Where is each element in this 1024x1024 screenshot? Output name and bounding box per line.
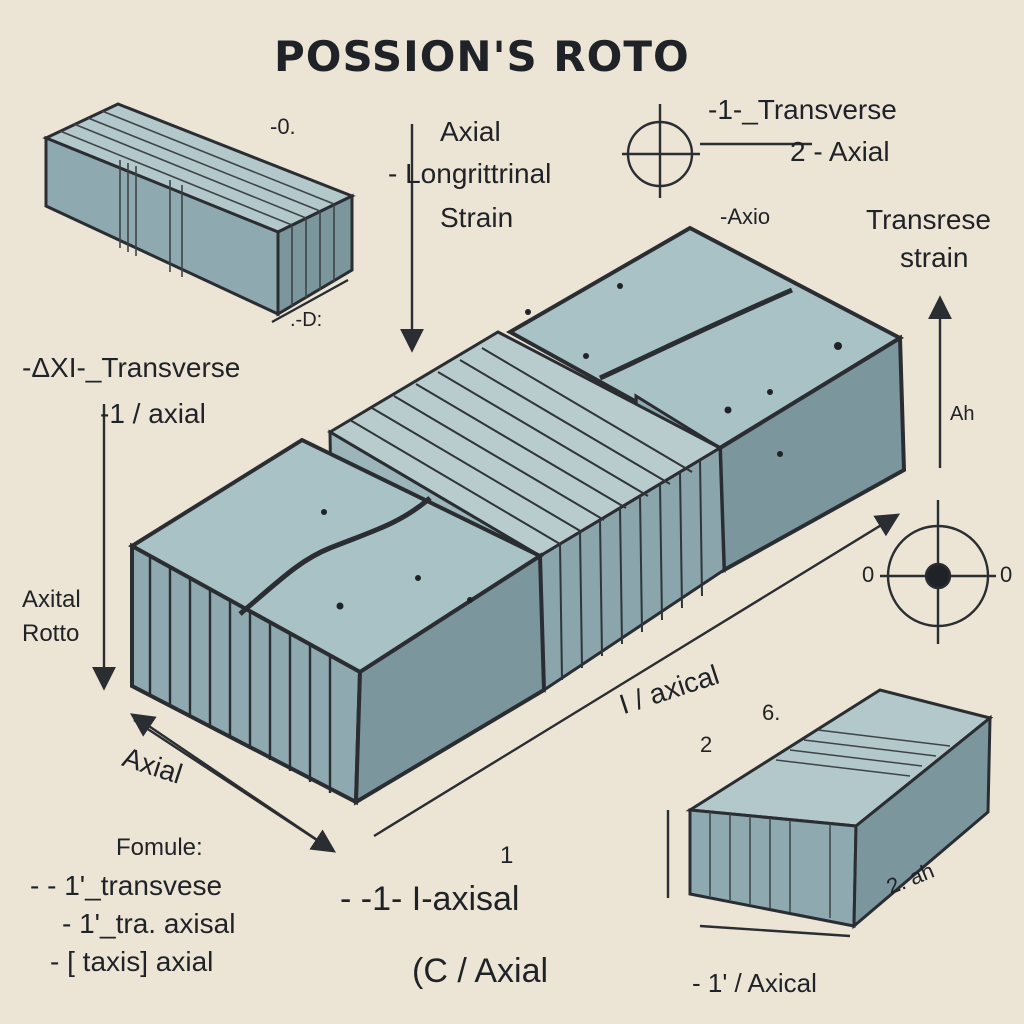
- label-left-small-dim: .-D:: [290, 309, 323, 331]
- label-axial-ratio-1: Axital: [22, 586, 81, 613]
- label-axial-near-block: -Axio: [720, 204, 771, 229]
- formula-center-2: (C / Axial: [412, 952, 549, 990]
- label-axial-ratio-2: Rotto: [22, 620, 80, 647]
- label-right-dim: Ah: [950, 403, 975, 425]
- label-left-transverse-2: -1 / axial: [100, 398, 206, 429]
- label-transverse-strain-1: Transrese: [866, 204, 992, 235]
- legend-line-1: -1-_Transverse: [708, 94, 897, 125]
- small-block-bottom-right: [685, 688, 994, 930]
- label-num-2: 2: [700, 732, 713, 757]
- formula-line-3: - [ taxis] axial: [50, 946, 214, 977]
- page-title: POSSION'S ROTO: [274, 32, 690, 81]
- label-axial-center-2: - Longrittrinal: [388, 158, 552, 189]
- label-circle-left: 0: [862, 562, 875, 587]
- label-axial-center-3: Strain: [440, 202, 514, 233]
- label-transverse-strain-2: strain: [900, 242, 969, 273]
- crosshair-symbol-right: [880, 500, 996, 644]
- formula-bottom-right: - 1' / Axical: [692, 968, 817, 998]
- label-top-left-small: -0.: [270, 114, 296, 139]
- label-left-transverse-1: -ΔXI-_Transverse: [22, 352, 241, 383]
- formula-title: Fomule:: [116, 834, 203, 861]
- formula-line-2: - 1'_tra. axisal: [62, 908, 236, 939]
- label-circle-right: 0: [1000, 562, 1013, 587]
- label-axial-center-1: Axial: [440, 116, 501, 147]
- dimension-arrows: [92, 124, 952, 938]
- main-block: [128, 225, 907, 806]
- label-center-small: 1: [500, 842, 514, 869]
- small-block-top-left: [42, 102, 356, 317]
- formula-line-1: - - 1'_transvese: [30, 870, 223, 901]
- label-num-6: 6.: [762, 700, 781, 725]
- formula-center: - -1- I-axisal: [340, 880, 520, 918]
- legend-line-2: 2 - Axial: [790, 136, 890, 167]
- crosshair-symbol-top: [622, 104, 812, 198]
